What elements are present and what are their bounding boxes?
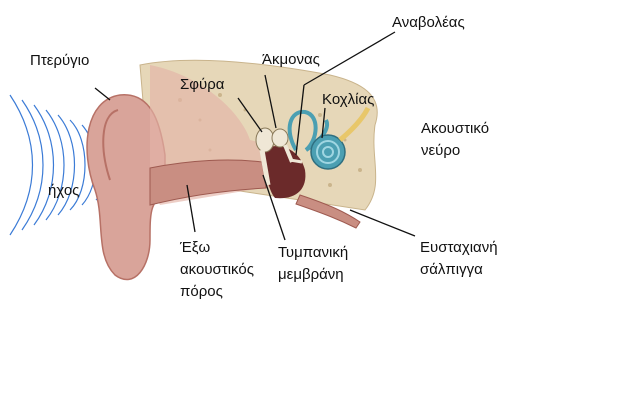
cochlea-shape	[310, 134, 346, 170]
label-cochlea: Κοχλίας	[322, 91, 375, 108]
leader-lines	[94, 31, 416, 241]
label-auditory-nerve: Ακουστικό νεύρο	[421, 120, 490, 159]
ossicles	[255, 127, 303, 186]
label-eardrum: Τυμπανική μεμβράνη	[278, 244, 349, 283]
ear-canal-shape	[149, 159, 267, 206]
label-pinna: Πτερύγιο	[30, 52, 90, 69]
label-incus: Άκμονας	[262, 51, 320, 68]
label-eustachian: Ευσταχιανή σάλπιγγα	[420, 239, 498, 278]
semicircular-canals	[287, 109, 329, 152]
label-stapes: Αναβολέας	[392, 14, 465, 31]
label-malleus: Σφύρα	[180, 76, 225, 93]
label-sound: ήχος	[48, 182, 80, 199]
auditory-nerve-shape	[338, 106, 371, 142]
middle-ear-cavity	[262, 146, 306, 199]
label-outer-canal: Έξω ακουστικός πόρος	[180, 239, 254, 300]
eustachian-tube-shape	[295, 194, 361, 229]
